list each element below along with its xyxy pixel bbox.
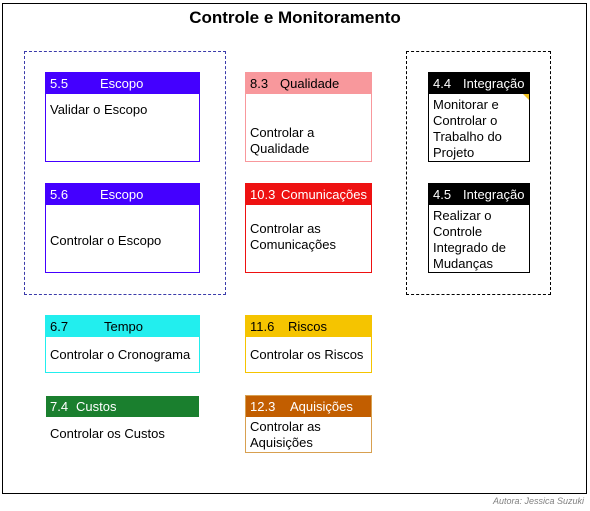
card-code: 4.5	[433, 187, 452, 202]
card-header: 8.3 Qualidade	[246, 73, 371, 94]
card-code: 12.3	[250, 399, 276, 414]
card-code: 4.4	[433, 76, 452, 91]
card-header: 10.3 Comunicações	[246, 184, 371, 205]
card-header: 5.5 Escopo	[46, 73, 199, 94]
diagram-title: Controle e Monitoramento	[189, 8, 401, 27]
card-process: Controlar os Riscos	[250, 347, 364, 362]
card-process: Controlar o Escopo	[50, 233, 162, 248]
card-area: Aquisições	[290, 399, 353, 414]
card-code: 8.3	[250, 76, 269, 91]
card-process: Controlar os Custos	[50, 426, 165, 441]
card-6-7-tempo: 6.7 Tempo Controlar o Cronograma	[45, 315, 200, 373]
card-area: Custos	[76, 399, 117, 414]
group-integracao	[406, 51, 551, 295]
card-7-4-custos: 7.4 Custos Controlar os Custos	[45, 395, 200, 453]
card-header: 7.4 Custos	[46, 396, 199, 417]
card-header: 12.3 Aquisições	[246, 396, 371, 417]
card-process: Controlar as Comunicações	[250, 221, 336, 252]
card-5-6-escopo: 5.6 Escopo Controlar o Escopo	[45, 183, 200, 273]
card-process: Validar o Escopo	[50, 102, 148, 117]
card-code: 7.4	[50, 399, 69, 414]
card-process: Controlar a Qualidade	[250, 125, 315, 156]
card-code: 6.7	[50, 319, 69, 334]
card-process: Monitorar e Controlar o Trabalho do Proj…	[433, 97, 502, 160]
card-8-3-qualidade: 8.3 Qualidade Controlar a Qualidade	[245, 72, 372, 162]
card-12-3-aquisicoes: 12.3 Aquisições Controlar as Aquisições	[245, 395, 372, 453]
author-credit: Autora: Jessica Suzuki	[492, 496, 584, 506]
group-escopo	[24, 51, 226, 295]
card-code: 5.6	[50, 187, 69, 202]
card-11-6-riscos: 11.6 Riscos Controlar os Riscos	[245, 315, 372, 373]
card-code: 11.6	[250, 319, 275, 334]
card-4-5-integracao: 4.5 Integração Realizar o Controle Integ…	[428, 183, 530, 273]
card-10-3-comunicacoes: 10.3 Comunicações Controlar as Comunicaç…	[245, 183, 372, 273]
card-area: Integração	[463, 76, 525, 91]
card-process: Controlar o Cronograma	[50, 347, 191, 362]
card-code: 5.5	[50, 76, 69, 91]
card-area: Integração	[463, 187, 525, 202]
corner-mark-icon	[523, 94, 529, 100]
card-area: Escopo	[100, 187, 144, 202]
card-code: 10.3	[250, 187, 276, 202]
card-header: 4.4 Integração	[429, 73, 529, 94]
card-5-5-escopo: 5.5 Escopo Validar o Escopo	[45, 72, 200, 162]
card-area: Riscos	[288, 319, 328, 334]
card-4-4-integracao: 4.4 Integração Monitorar e Controlar o T…	[428, 72, 530, 162]
card-header: 5.6 Escopo	[46, 184, 199, 205]
card-area: Comunicações	[281, 187, 367, 202]
card-area: Tempo	[104, 319, 144, 334]
card-area: Qualidade	[280, 76, 340, 91]
card-header: 4.5 Integração	[429, 184, 529, 205]
card-header: 11.6 Riscos	[246, 316, 371, 337]
card-area: Escopo	[100, 76, 144, 91]
card-process: Controlar as Aquisições	[250, 419, 321, 450]
card-header: 6.7 Tempo	[46, 316, 199, 337]
card-process: Realizar o Controle Integrado de Mudança…	[433, 208, 507, 271]
